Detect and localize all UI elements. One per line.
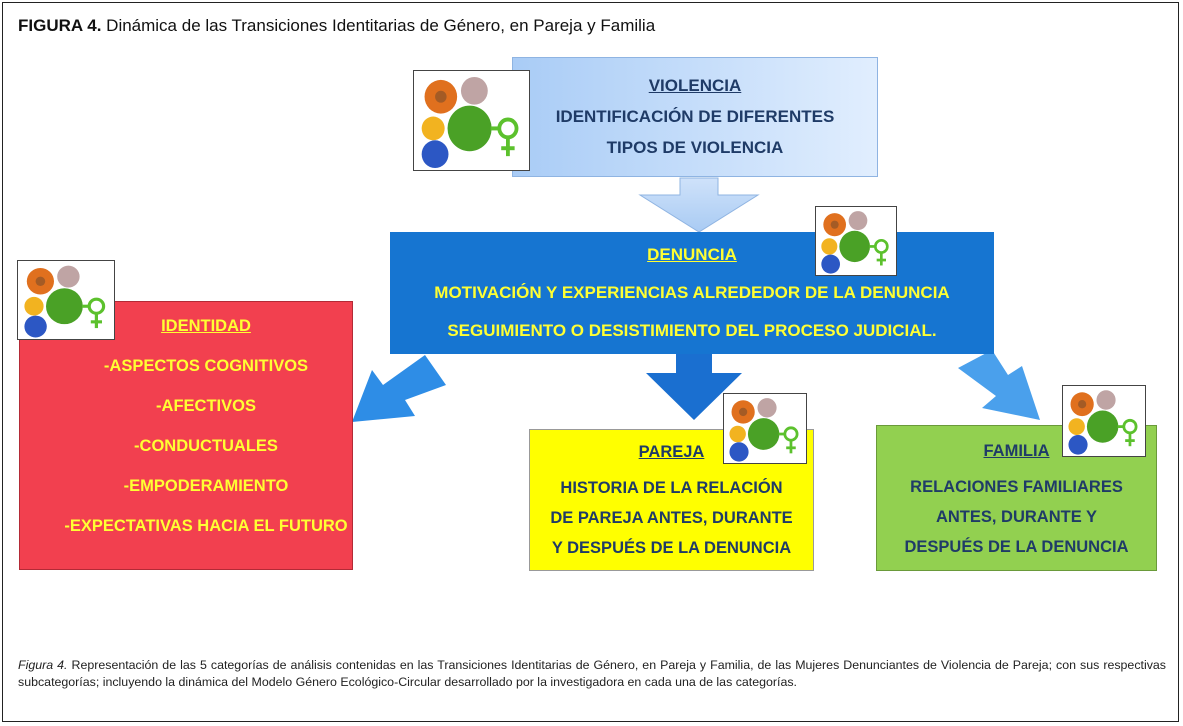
caption-label: Figura 4. [18,658,68,672]
violencia-heading: VIOLENCIA [648,76,742,95]
figure-title: FIGURA 4. Dinámica de las Transiciones I… [18,16,655,36]
arrow-denuncia-to-identidad [352,355,446,422]
denuncia-line-1: MOTIVACIÓN Y EXPERIENCIAS ALREDEDOR DE L… [434,283,950,302]
caption-text: Representación de las 5 categorías de an… [18,658,1166,689]
gears-female-symbol-icon [413,70,530,171]
familia-line-2: ANTES, DURANTE Y [935,508,1098,526]
identidad-line-5: -EXPECTATIVAS HACIA EL FUTURO [64,517,348,535]
arrow-denuncia-to-pareja [646,350,742,420]
pareja-line-3: Y DESPUÉS DE LA DENUNCIA [551,539,792,557]
gears-female-symbol-icon [723,393,807,464]
figure-caption: Figura 4. Representación de las 5 catego… [18,657,1166,691]
gears-female-symbol-icon [815,206,897,276]
familia-line-1: RELACIONES FAMILIARES [910,478,1123,496]
identidad-line-1: -ASPECTOS COGNITIVOS [103,357,309,375]
familia-heading: FAMILIA [983,442,1050,460]
box-violencia: VIOLENCIA IDENTIFICACIÓN DE DIFERENTES T… [512,57,878,177]
identidad-line-2: -AFECTIVOS [156,397,256,415]
figure-title-label: FIGURA 4. [18,16,102,35]
box-identidad: IDENTIDAD -ASPECTOS COGNITIVOS -AFECTIVO… [19,301,353,570]
denuncia-line-2: SEGUIMIENTO O DESISTIMIENTO DEL PROCESO … [447,321,937,340]
pareja-line-2: DE PAREJA ANTES, DURANTE [550,509,793,527]
denuncia-heading: DENUNCIA [647,245,737,264]
gears-female-symbol-icon [17,260,115,340]
identidad-heading: IDENTIDAD [161,317,251,335]
pareja-line-1: HISTORIA DE LA RELACIÓN [560,479,783,497]
identidad-line-3: -CONDUCTUALES [134,437,278,455]
identidad-line-4: -EMPODERAMIENTO [123,477,289,495]
gears-female-symbol-icon [1062,385,1146,457]
pareja-heading: PAREJA [638,443,705,461]
box-denuncia: DENUNCIA MOTIVACIÓN Y EXPERIENCIAS ALRED… [390,232,994,354]
arrow-violencia-to-denuncia [638,177,760,233]
familia-line-3: DESPUÉS DE LA DENUNCIA [904,538,1129,556]
violencia-line-2: TIPOS DE VIOLENCIA [606,138,784,157]
violencia-line-1: IDENTIFICACIÓN DE DIFERENTES [555,107,835,126]
figure-title-text: Dinámica de las Transiciones Identitaria… [101,16,656,35]
arrow-denuncia-to-familia [958,350,1040,420]
